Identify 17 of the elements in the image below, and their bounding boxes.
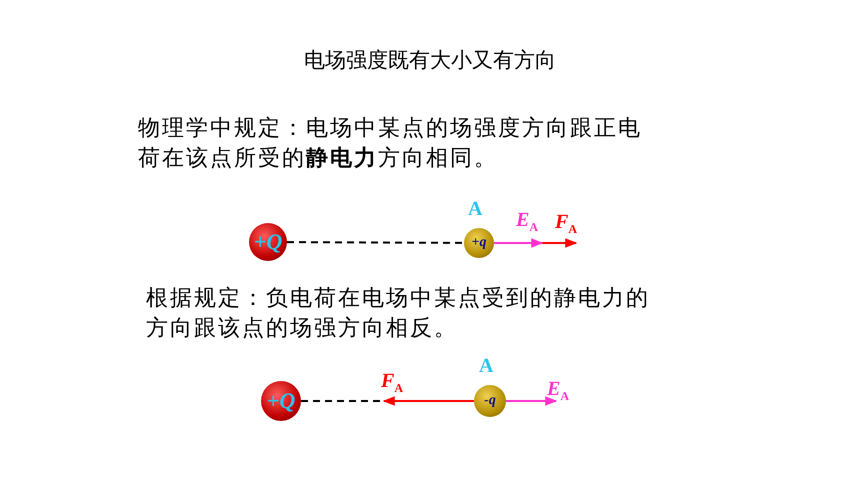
- vector-label: E$_{A}$: [516, 210, 538, 236]
- source-charge-sphere: +Q: [249, 223, 287, 261]
- source-charge-sphere: +Q: [261, 381, 301, 421]
- rule-paragraph: 根据规定：负电荷在电场中某点受到的静电力的方向跟该点的场强方向相反。: [146, 285, 651, 343]
- test-charge-sphere: +q: [464, 228, 494, 258]
- force-arrow: [506, 396, 558, 406]
- point-label: A: [468, 198, 482, 221]
- vector-label: F$_{A}$: [381, 371, 404, 397]
- dashed-line: [287, 241, 464, 244]
- test-charge-sphere: -q: [474, 385, 506, 417]
- vector-label: F$_{A}$: [555, 212, 578, 238]
- force-arrow: [382, 396, 474, 406]
- point-label: A: [479, 355, 494, 378]
- rule-paragraph: 物理学中规定：电场中某点的场强度方向跟正电荷在该点所受的静电力方向相同。: [138, 115, 643, 173]
- slide-title: 电场强度既有大小又有方向: [303, 47, 557, 74]
- vector-label: E$_{A}$: [547, 379, 570, 405]
- force-arrow: [494, 238, 544, 248]
